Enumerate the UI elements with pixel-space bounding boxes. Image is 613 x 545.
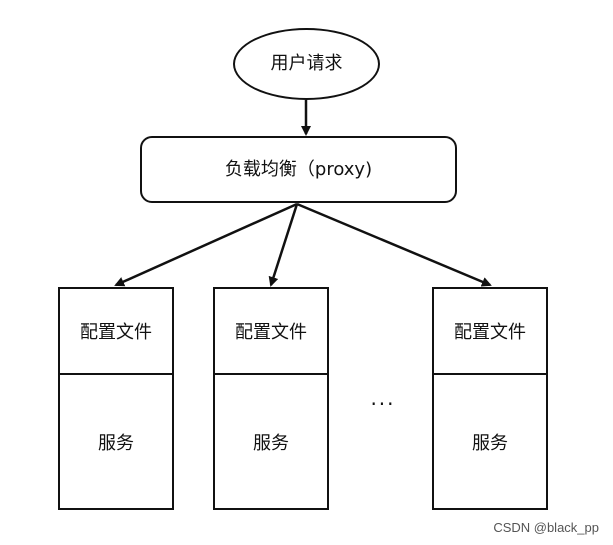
service-label: 服务 (98, 432, 134, 454)
arrow-proxy-to-server-3 (296, 202, 492, 287)
config-file-section: 配置文件 (434, 289, 546, 375)
config-file-label: 配置文件 (80, 322, 152, 343)
service-section: 服务 (434, 375, 546, 508)
server-node-2: 配置文件 服务 (213, 287, 329, 510)
config-file-label: 配置文件 (235, 322, 307, 343)
service-label: 服务 (472, 432, 508, 454)
watermark: CSDN @black_pp (493, 520, 599, 535)
server-node-3: 配置文件 服务 (432, 287, 548, 510)
config-file-label: 配置文件 (454, 322, 526, 343)
service-section: 服务 (215, 375, 327, 508)
config-file-section: 配置文件 (60, 289, 172, 375)
load-balancer-node: 负载均衡（proxy) (140, 136, 457, 203)
arrow-proxy-to-server-1 (114, 202, 298, 287)
server-node-1: 配置文件 服务 (58, 287, 174, 510)
service-label: 服务 (253, 432, 289, 454)
more-servers-ellipsis: ... (370, 386, 396, 410)
service-section: 服务 (60, 375, 172, 508)
user-request-node: 用户请求 (233, 28, 380, 100)
user-request-label: 用户请求 (270, 53, 343, 74)
arrow-proxy-to-server-2 (268, 203, 299, 287)
config-file-section: 配置文件 (215, 289, 327, 375)
load-balancer-label: 负载均衡（proxy) (224, 158, 373, 180)
